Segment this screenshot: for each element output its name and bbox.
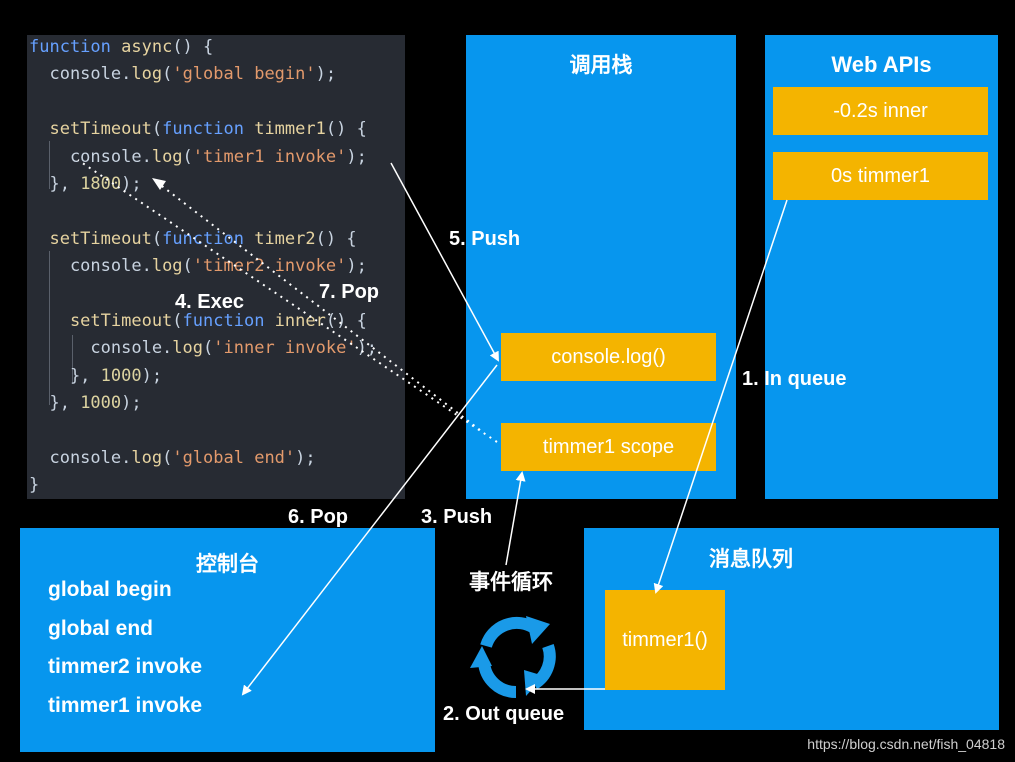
code-token: log [151, 256, 183, 277]
code-token: setTimeout [29, 228, 152, 249]
code-token: () { [325, 311, 367, 331]
code-panel: function async() { console.log('global b… [27, 35, 405, 499]
web-apis-panel: Web APIs -0.2s inner 0s timmer1 [765, 35, 998, 499]
code-token: () { [172, 37, 214, 57]
step-push-5: 5. Push [449, 228, 521, 250]
code-token: }, [29, 174, 81, 194]
indent-guide [49, 251, 50, 405]
queue-item-timmer1: timmer1() [605, 590, 725, 690]
code-token: console. [29, 256, 152, 277]
code-token: function [162, 228, 255, 249]
code-line: }, 1000); [29, 364, 162, 388]
console-title: 控制台 [196, 553, 259, 576]
code-token: ); [295, 448, 316, 468]
code-token: ); [121, 393, 142, 414]
code-token: ); [315, 64, 337, 85]
code-token: ); [121, 174, 142, 194]
code-token: setTimeout [29, 119, 152, 140]
code-line: setTimeout(function timer2() { [29, 227, 357, 251]
web-api-item-timmer1: 0s timmer1 [773, 152, 988, 200]
code-token: timer2 [254, 228, 316, 249]
console-line: global end [48, 617, 153, 640]
code-line: console.log('global begin'); [29, 62, 336, 86]
step-pop-6: 6. Pop [288, 506, 349, 528]
refresh-cycle-icon [470, 616, 556, 699]
stack-frame-console-log: console.log() [501, 333, 716, 381]
code-token: ( [172, 311, 183, 331]
code-token: console. [29, 146, 152, 167]
event-loop-label: 事件循环 [469, 571, 553, 594]
code-token: 'inner invoke' [213, 338, 357, 359]
code-token: 'timer2 invoke' [192, 256, 347, 277]
code-line: } [29, 473, 39, 497]
code-line: }, 1000); [29, 391, 142, 415]
stack-frame-timmer1-scope: timmer1 scope [501, 423, 716, 471]
code-token: ( [203, 338, 214, 359]
web-api-item-inner: -0.2s inner [773, 87, 988, 135]
call-stack-panel: 调用栈 console.log() timmer1 scope [466, 35, 736, 499]
message-queue-panel: 消息队列 timmer1() [584, 528, 999, 730]
code-token: inner [274, 311, 326, 331]
step-pop-7: 7. Pop [319, 281, 380, 303]
code-line: console.log('global end'); [29, 446, 316, 470]
console-line: timmer2 invoke [48, 655, 203, 678]
code-token: ); [346, 146, 367, 167]
code-token: ( [151, 119, 163, 140]
code-token: ); [141, 365, 163, 386]
code-token: ); [356, 338, 378, 359]
code-token: async [121, 37, 173, 57]
code-token: ( [162, 448, 173, 468]
code-token: 'timer1 invoke' [192, 146, 347, 167]
console-line: global begin [48, 578, 172, 601]
message-queue-title: 消息队列 [709, 548, 793, 571]
code-token: }, [29, 365, 101, 386]
code-token: ); [346, 256, 367, 277]
step-out-queue: 2. Out queue [443, 703, 565, 725]
code-token: 1000 [100, 365, 142, 386]
code-token: log [172, 338, 204, 359]
code-token: 'global begin' [172, 64, 316, 85]
code-token: function [29, 37, 122, 57]
code-token: () { [325, 119, 367, 140]
code-token: 1800 [80, 174, 122, 194]
code-line: console.log('timer2 invoke'); [29, 254, 367, 278]
code-token: log [151, 146, 183, 167]
code-token: setTimeout [29, 311, 173, 331]
code-token: 1000 [80, 393, 122, 414]
code-token: console. [29, 338, 173, 359]
code-token: ( [151, 228, 163, 249]
code-token: console. [29, 448, 132, 468]
indent-guide [49, 141, 50, 189]
console-panel: 控制台 global begin global end timmer2 invo… [20, 528, 435, 752]
code-token: 'global end' [172, 448, 296, 468]
code-line: console.log('inner invoke'); [29, 336, 377, 360]
code-token: }, [29, 393, 81, 414]
call-stack-title: 调用栈 [569, 54, 633, 77]
code-token: ( [162, 64, 173, 85]
code-token: function [182, 311, 275, 331]
code-line: console.log('timer1 invoke'); [29, 145, 367, 169]
code-line: }, 1800); [29, 172, 142, 196]
code-line: function async() { [29, 35, 213, 59]
code-token: log [131, 448, 163, 468]
code-token: console. [29, 64, 132, 85]
code-token: } [29, 475, 40, 496]
code-line: setTimeout(function timmer1() { [29, 117, 367, 141]
code-token: ( [182, 146, 193, 167]
code-token: () { [315, 228, 357, 249]
code-token: log [131, 64, 163, 85]
watermark: https://blog.csdn.net/fish_04818 [807, 736, 1005, 752]
code-token: timmer1 [254, 119, 326, 140]
web-apis-title: Web APIs [831, 52, 932, 77]
code-token: function [162, 119, 255, 140]
console-line: timmer1 invoke [48, 694, 203, 717]
code-token: ( [182, 256, 193, 277]
step-push-3: 3. Push [421, 506, 493, 528]
step-in-queue: 1. In queue [742, 368, 847, 390]
step-exec-4: 4. Exec [175, 291, 244, 313]
indent-guide [72, 335, 73, 383]
